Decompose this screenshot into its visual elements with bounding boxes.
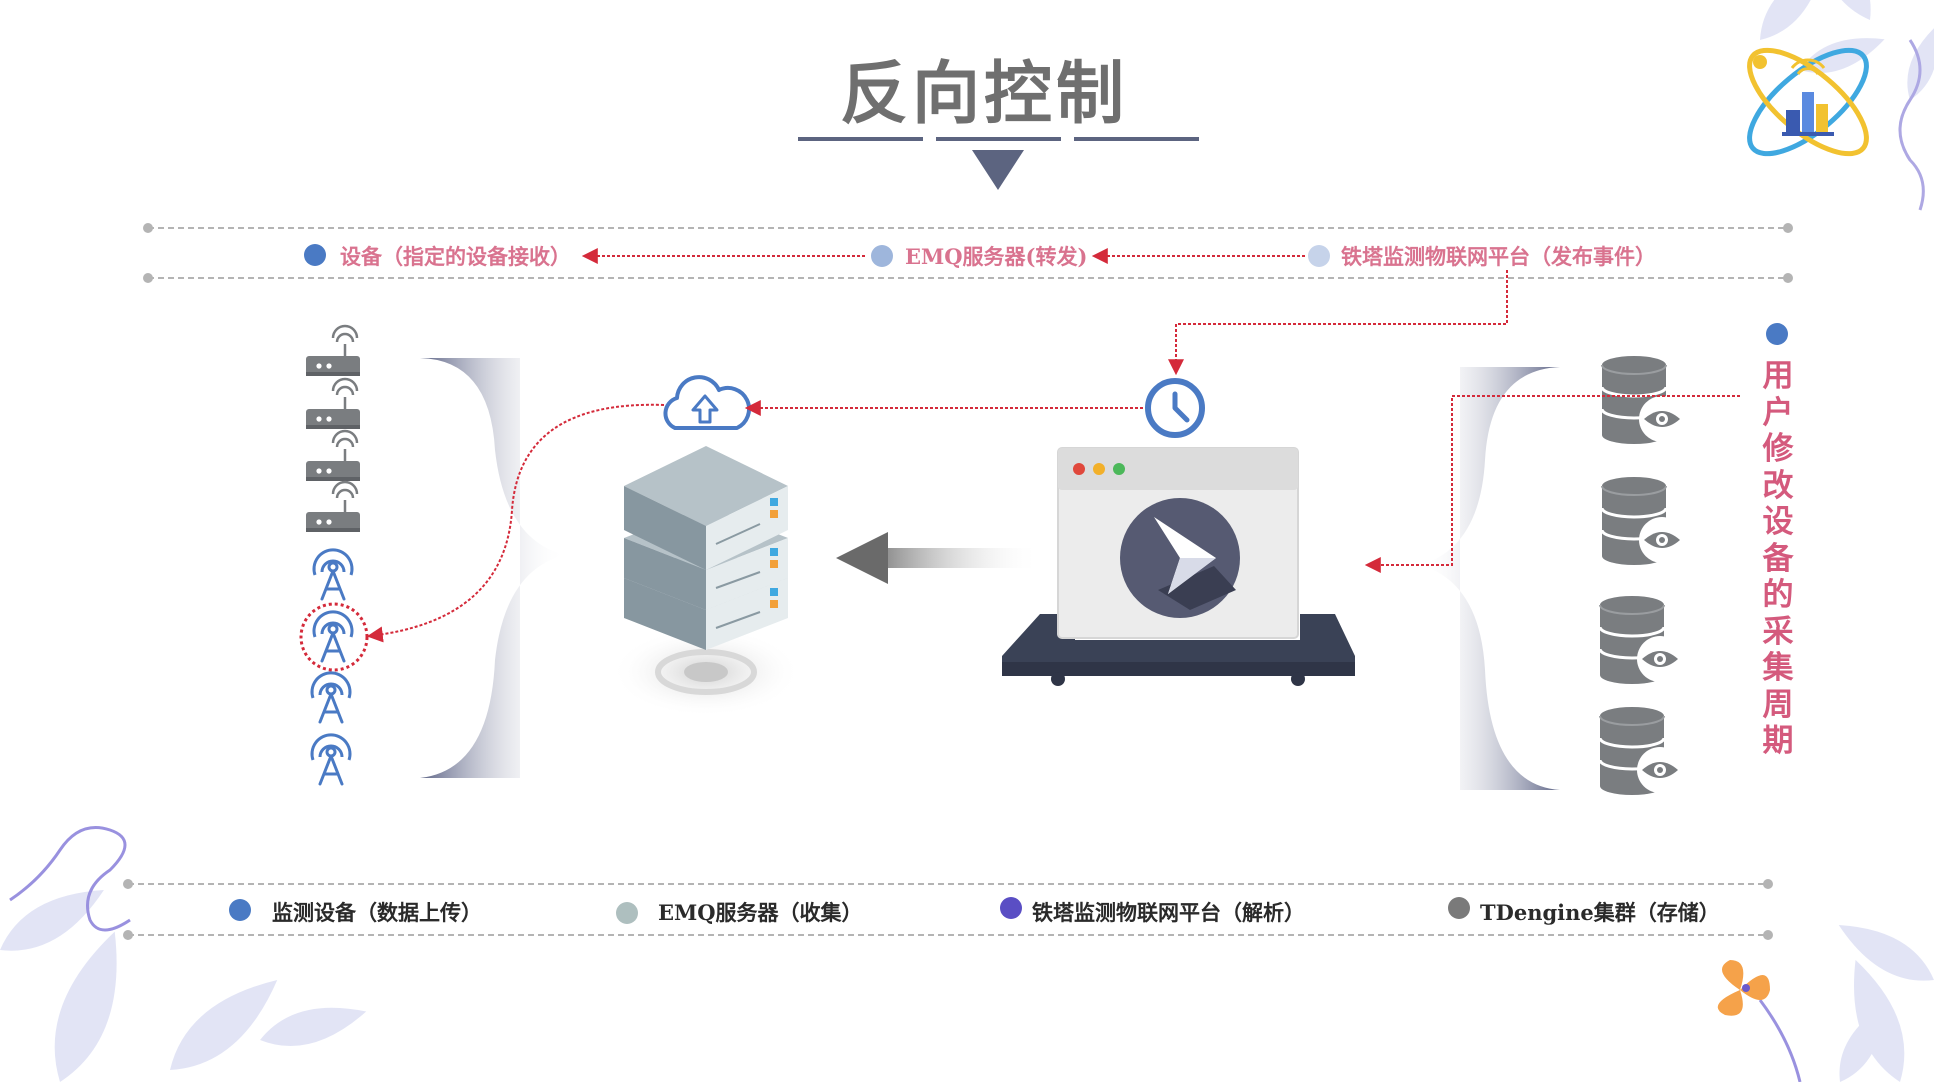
legend-band	[123, 879, 1773, 940]
decorative-leaves-bottom-right	[1758, 910, 1934, 1082]
signal-tower-icon-target	[312, 610, 354, 663]
database-icon	[1600, 354, 1687, 446]
router-icon	[304, 429, 362, 483]
legend-label-device: 监测设备（数据上传）	[272, 900, 482, 925]
database-group-fan	[1420, 367, 1560, 790]
title-underline	[798, 137, 1199, 190]
router-icon	[304, 324, 362, 378]
signal-tower-icon	[310, 733, 352, 786]
router-icons	[304, 324, 362, 534]
signal-tower-icons	[299, 548, 369, 786]
decorative-leaves-bottom-left	[0, 826, 371, 1082]
device-receive-label: 设备（指定的设备接收）	[340, 244, 571, 269]
user-action-bullet	[1766, 323, 1788, 345]
router-icon	[304, 377, 362, 431]
router-icon	[304, 480, 362, 534]
downlink-arrow	[836, 532, 1040, 584]
decorative-leaves-top-right	[1748, 0, 1934, 211]
control-paths	[366, 270, 1740, 643]
emq-forward-label: EMQ服务器(转发)	[905, 244, 1088, 269]
legend-label-tdengine: TDengine集群（存储）	[1480, 900, 1720, 925]
iot-city-logo-icon	[1747, 47, 1869, 157]
legend-label-emq: EMQ服务器（收集）	[658, 900, 863, 925]
arrow-platform-to-clock	[1168, 270, 1508, 376]
clock-icon	[1145, 378, 1205, 438]
legend-bullet-device	[229, 899, 251, 921]
cloud-upload-icon	[663, 375, 751, 430]
arrow-cloud-to-device	[366, 403, 665, 643]
legend-label-platform: 铁塔监测物联网平台（解析）	[1032, 900, 1305, 925]
device-bullet	[304, 244, 326, 266]
control-flow-band	[143, 223, 1793, 283]
server-stack-icon	[611, 446, 801, 717]
device-group-fan	[420, 358, 565, 778]
slide-title: 反向控制	[839, 55, 1128, 134]
user-action-label: 用户修改设备的采集周期	[1762, 358, 1794, 759]
legend-bullet-tdengine	[1448, 897, 1470, 919]
database-icon	[1598, 594, 1685, 686]
decorative-flower-icon	[1717, 960, 1770, 1016]
platform-bullet	[1308, 245, 1330, 267]
database-icons	[1598, 354, 1687, 797]
emq-bullet	[871, 245, 893, 267]
signal-tower-icon	[310, 671, 352, 724]
laptop-icon	[1002, 447, 1355, 686]
platform-publish-label: 铁塔监测物联网平台（发布事件）	[1341, 244, 1656, 269]
legend-bullet-emq	[616, 902, 638, 924]
database-icon	[1598, 705, 1685, 797]
signal-tower-icon	[312, 548, 354, 601]
database-icon	[1600, 475, 1687, 567]
arrow-user-to-platform	[1364, 395, 1740, 573]
legend-bullet-platform	[1000, 897, 1022, 919]
